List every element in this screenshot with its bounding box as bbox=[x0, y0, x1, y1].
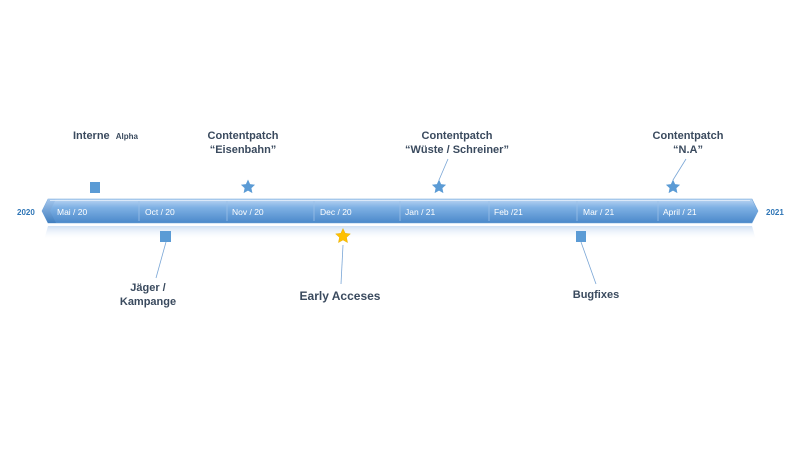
milestone-label: Bugfixes bbox=[573, 289, 619, 301]
month-label: Oct / 20 bbox=[145, 207, 175, 217]
milestone-label: Jäger / bbox=[130, 282, 165, 294]
month-dividers bbox=[138, 201, 659, 221]
milestone-early-acceses: Early Acceses bbox=[300, 228, 381, 303]
month-label: Nov / 20 bbox=[232, 207, 264, 217]
callout-line bbox=[340, 244, 344, 285]
star-marker-icon bbox=[240, 179, 256, 194]
milestone-label: “N.A” bbox=[673, 144, 703, 156]
end-year-label: 2021 bbox=[766, 208, 784, 217]
month-label: Mai / 20 bbox=[57, 207, 88, 217]
milestone-label: “Wüste / Schreiner” bbox=[405, 144, 509, 156]
month-label: April / 21 bbox=[663, 207, 697, 217]
milestone-label: Kampange bbox=[120, 296, 176, 308]
timeline-bar-reflection bbox=[44, 226, 756, 240]
month-label: Dec / 20 bbox=[320, 207, 352, 217]
milestone-jaeger-kampange: Jäger / Kampange bbox=[120, 231, 176, 308]
callout-line bbox=[580, 241, 597, 285]
square-marker-icon bbox=[90, 182, 100, 193]
milestone-contentpatch-na: Contentpatch “N.A” bbox=[653, 130, 724, 194]
start-year-label: 2020 bbox=[17, 208, 35, 217]
star-marker-icon bbox=[665, 179, 681, 194]
milestone-label: Contentpatch bbox=[422, 130, 493, 142]
milestone-label-suffix: Alpha bbox=[116, 132, 139, 141]
star-marker-icon bbox=[335, 228, 351, 243]
square-marker-icon bbox=[160, 231, 171, 242]
month-label: Mar / 21 bbox=[583, 207, 614, 217]
milestone-contentpatch-wueste-schreiner: Contentpatch “Wüste / Schreiner” bbox=[405, 130, 509, 194]
callout-line bbox=[672, 158, 687, 181]
month-label: Jan / 21 bbox=[405, 207, 436, 217]
svg-text:Interne Alpha: Interne Alpha bbox=[73, 130, 139, 142]
milestone-label: Contentpatch bbox=[208, 130, 279, 142]
milestone-contentpatch-eisenbahn: Contentpatch “Eisenbahn” bbox=[208, 130, 279, 194]
milestone-bugfixes: Bugfixes bbox=[573, 231, 619, 301]
month-labels: Mai / 20 Oct / 20 Nov / 20 Dec / 20 Jan … bbox=[57, 207, 697, 217]
milestone-interne-alpha: Interne Alpha bbox=[73, 130, 139, 193]
star-marker-icon bbox=[431, 179, 447, 194]
month-label: Feb /21 bbox=[494, 207, 523, 217]
milestone-label: “Eisenbahn” bbox=[210, 144, 277, 156]
callout-line bbox=[155, 241, 167, 279]
callout-line bbox=[438, 158, 449, 181]
milestone-label: Contentpatch bbox=[653, 130, 724, 142]
milestone-label: Interne bbox=[73, 130, 110, 142]
milestone-label: Early Acceses bbox=[300, 289, 381, 303]
square-marker-icon bbox=[576, 231, 586, 242]
